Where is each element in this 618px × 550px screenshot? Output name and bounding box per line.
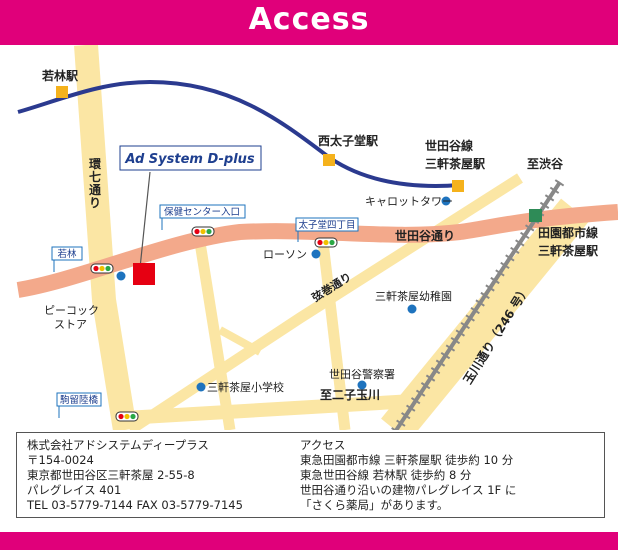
- signal-taishido-red: [317, 239, 323, 246]
- logo-box: [119, 145, 262, 171]
- header-bar-background: [0, 0, 618, 45]
- access-note-1: 世田谷通り沿いの建物パレグレイス 1F に: [300, 483, 517, 497]
- station-setagaya-sangenjaya-marker: [452, 180, 464, 192]
- station-nishitaishido-label: 西太子堂駅: [318, 133, 379, 148]
- peacock-label-2: ストア: [54, 318, 87, 331]
- sign-hoken-center-box: [159, 204, 246, 219]
- road-label-setagaya-dori: 世田谷通り: [395, 228, 455, 243]
- kindergarten-dot: [407, 304, 417, 314]
- road-kan7: [74, 45, 137, 430]
- road-komadome-branch: [218, 326, 262, 356]
- railway-setagaya-line: [17, 79, 461, 188]
- station-wakabayashi-marker: [56, 86, 68, 98]
- road-label-kan7-c3: 通: [89, 182, 101, 197]
- station-setagaya-sangenjaya-line1: 世田谷線: [425, 138, 473, 153]
- sign-taishido-label: 太子堂四丁目: [298, 219, 355, 231]
- road-to-futako: [124, 393, 431, 425]
- road-label-kan7: 環 七 通 り: [89, 157, 102, 210]
- road-label-kan7-c2: 七: [89, 170, 101, 184]
- elementary-label: 三軒茶屋小学校: [207, 380, 284, 394]
- company-building: パレグレイス 401: [27, 483, 122, 497]
- road-tsurumaki: [126, 173, 523, 430]
- road-hoken-center: [192, 229, 236, 430]
- footer-bar: [0, 532, 618, 550]
- railway-den-en-toshi: [393, 180, 562, 430]
- road-label-kan7-c1: 環: [89, 157, 102, 171]
- header-bar: [0, 0, 618, 45]
- kindergarten-label: 三軒茶屋幼稚園: [375, 290, 452, 303]
- company-info: 株式会社アドシステムディープラス 〒154-0024 東京都世田谷区三軒茶屋 2…: [27, 438, 243, 513]
- info-box: 株式会社アドシステムディープラス 〒154-0024 東京都世田谷区三軒茶屋 2…: [16, 432, 605, 518]
- signal-taishido-yellow: [323, 239, 329, 246]
- station-nishitaishido-marker: [323, 154, 335, 166]
- signal-taishido-green: [329, 239, 335, 246]
- sign-komadome-box: [56, 392, 102, 407]
- footer-bar-background: [0, 532, 618, 550]
- police-dot: [357, 380, 367, 390]
- signal-wakabayashi-green: [105, 265, 111, 272]
- signal-taishido: [314, 237, 338, 248]
- page-title: Access: [248, 2, 370, 37]
- sign-wakabayashi-label: 若林: [57, 248, 77, 260]
- signal-komadome: [115, 411, 139, 422]
- peacock-label-1: ピーコック: [44, 304, 99, 317]
- elementary-dot: [196, 382, 206, 392]
- sign-wakabayashi-box: [51, 246, 83, 261]
- company-name: 株式会社アドシステムディープラス: [27, 438, 209, 452]
- signal-wakabayashi-yellow: [99, 265, 105, 272]
- signal-wakabayashi-red: [93, 265, 99, 272]
- company-postal: 〒154-0024: [27, 453, 94, 467]
- carrot-tower-dot: [441, 196, 451, 206]
- company-address: 東京都世田谷区三軒茶屋 2-55-8: [27, 468, 195, 482]
- lawson-dot: [311, 249, 321, 259]
- access-heading: アクセス: [300, 438, 346, 452]
- label-to-futako: 至二子玉川: [320, 388, 380, 402]
- logo-text: Ad System D-plus: [124, 152, 255, 167]
- logo-pointer: [139, 171, 151, 269]
- lawson-label: ローソン: [263, 248, 307, 261]
- signal-hoken-center-yellow: [200, 228, 206, 235]
- sign-hoken-center-label: 保健センター入口: [164, 206, 240, 218]
- signal-hoken-center-green: [206, 228, 212, 235]
- access-map: 若林駅 西太子堂駅 世田谷線 三軒茶屋駅 田園都市線 三軒茶屋駅 至渋谷 至二子…: [16, 45, 618, 430]
- station-wakabayashi-label: 若林駅: [41, 68, 79, 83]
- sign-komadome-label: 駒留陸橋: [60, 394, 99, 406]
- sign-taishido-box: [295, 217, 359, 232]
- station-den-en-sangenjaya-marker: [529, 209, 542, 222]
- signal-komadome-green: [130, 413, 136, 420]
- company-phone: TEL 03-5779-7144 FAX 03-5779-7145: [27, 498, 243, 512]
- label-to-shibuya: 至渋谷: [527, 156, 564, 171]
- signal-hoken-center: [191, 226, 215, 237]
- station-setagaya-sangenjaya-line2: 三軒茶屋駅: [425, 156, 486, 171]
- access-info: アクセス 東急田園都市線 三軒茶屋駅 徒歩約 10 分 東急世田谷線 若林駅 徒…: [300, 438, 516, 513]
- police-label: 世田谷警察署: [329, 367, 395, 381]
- signal-komadome-red: [118, 413, 124, 420]
- signal-hoken-center-red: [194, 228, 200, 235]
- peacock-dot: [116, 271, 126, 281]
- access-line-den-en: 東急田園都市線 三軒茶屋駅 徒歩約 10 分: [300, 453, 514, 467]
- signal-wakabayashi: [90, 263, 114, 274]
- station-den-en-sangenjaya-line1: 田園都市線: [538, 225, 598, 240]
- carrot-tower-label: キャロットタワー: [365, 195, 453, 208]
- destination-marker: [133, 263, 155, 285]
- signal-komadome-yellow: [124, 413, 130, 420]
- access-line-setagaya: 東急世田谷線 若林駅 徒歩約 8 分: [300, 468, 472, 482]
- road-label-kan7-c4: り: [89, 196, 101, 210]
- road-setagaya-dori: [16, 204, 618, 298]
- station-den-en-sangenjaya-line2: 三軒茶屋駅: [538, 243, 599, 258]
- access-note-2: 「さくら薬局」があります。: [300, 498, 449, 512]
